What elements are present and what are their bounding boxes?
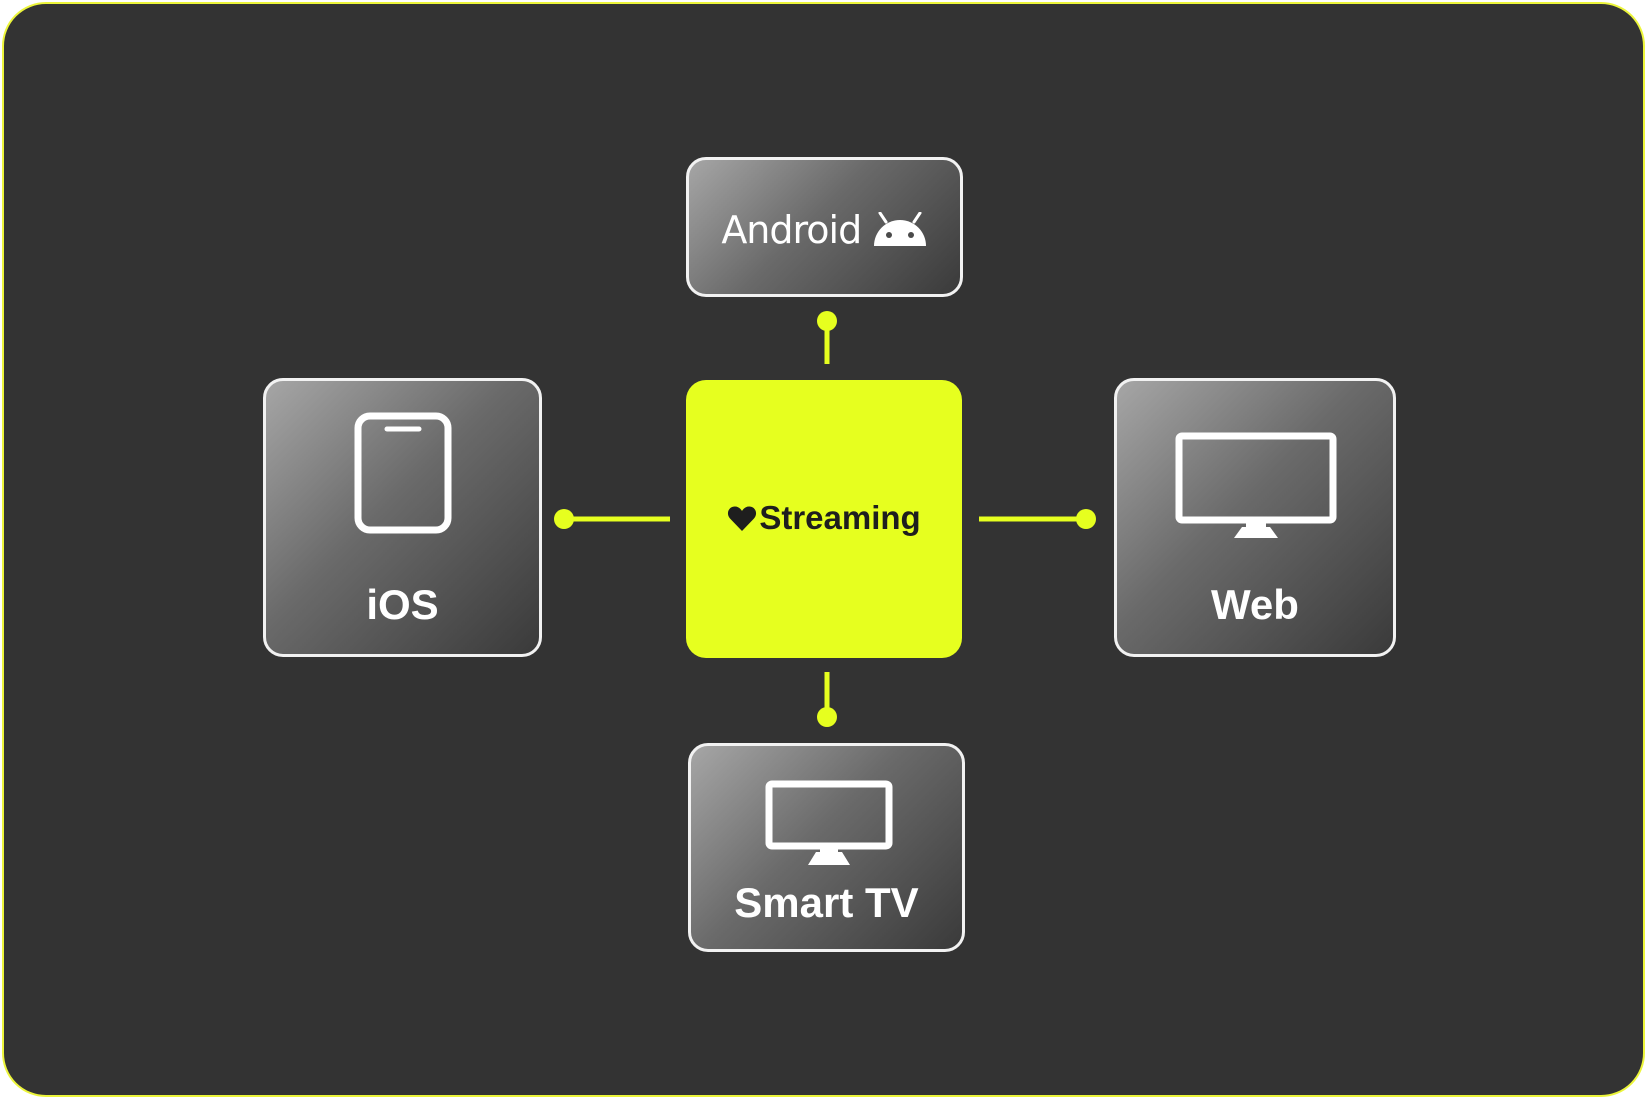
heart-icon [728, 506, 757, 531]
node-smart-tv: Smart TV [688, 743, 965, 952]
node-android: Android [686, 157, 963, 297]
monitor-icon [1175, 432, 1337, 538]
hub-streaming: Streaming [686, 380, 962, 658]
hub-label-row: Streaming [686, 499, 962, 537]
connector-layer [554, 311, 1096, 727]
node-web-label: Web [1211, 581, 1299, 628]
android-icon [873, 211, 926, 246]
hub-label: Streaming [759, 499, 921, 536]
node-smart-tv-label: Smart TV [734, 879, 919, 926]
connector-web [979, 509, 1096, 529]
connector-smart-tv [817, 672, 837, 727]
connector-android [817, 311, 837, 364]
node-android-label: Android [721, 208, 862, 252]
connector-ios [554, 509, 670, 529]
node-ios: iOS [263, 378, 542, 657]
node-ios-label: iOS [366, 581, 439, 628]
tv-icon [765, 780, 893, 865]
node-web: Web [1114, 378, 1396, 657]
tablet-icon [354, 412, 452, 534]
